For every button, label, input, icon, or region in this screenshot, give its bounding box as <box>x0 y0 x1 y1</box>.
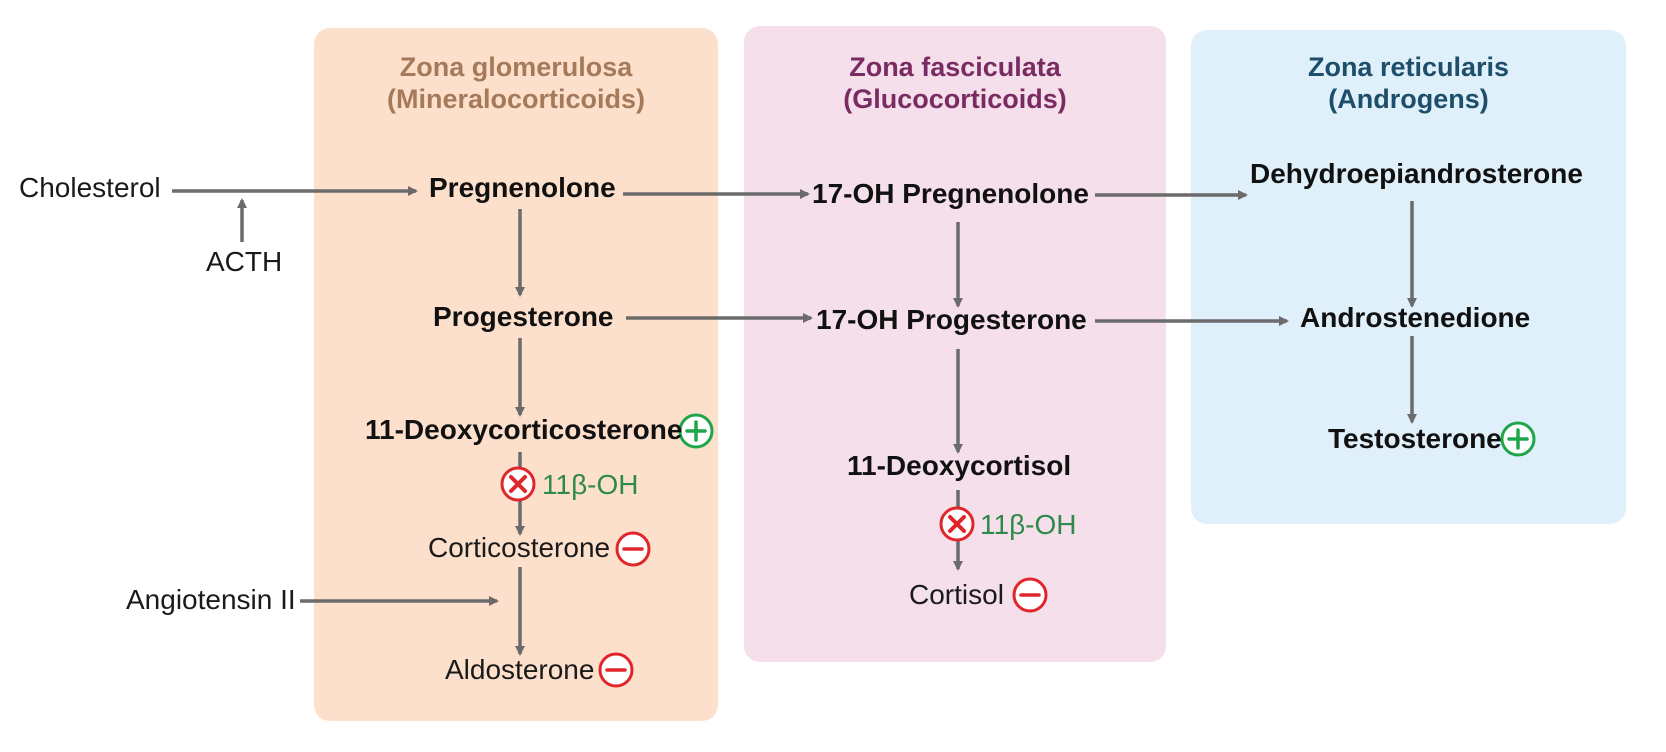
block-x-icon-glomerulosa <box>500 466 536 502</box>
zona-glomerulosa-title: Zona glomerulosa <box>399 52 633 82</box>
dhea-label: Dehydroepiandrosterone <box>1250 158 1583 189</box>
zona-glomerulosa-subtitle: (Mineralocorticoids) <box>386 84 646 114</box>
zona-reticularis-subtitle: (Androgens) <box>1328 84 1489 114</box>
minus-icon-corticosterone <box>615 531 651 567</box>
zona-fasciculata-panel: Zona fasciculata (Glucocorticoids) <box>744 26 1166 662</box>
enzyme-11b-oh-glomerulosa: 11β-OH <box>542 469 639 500</box>
17oh-pregnenolone-label: 17-OH Pregnenolone <box>812 178 1089 209</box>
17oh-progesterone-label: 17-OH Progesterone <box>816 304 1087 335</box>
zona-glomerulosa-panel: Zona glomerulosa (Mineralocorticoids) <box>314 28 718 721</box>
enzyme-11b-oh-fasciculata: 11β-OH <box>980 509 1077 540</box>
deoxycortisol-label: 11-Deoxycortisol <box>847 450 1072 481</box>
deoxycorticosterone-label: 11-Deoxycorticosterone <box>365 414 683 445</box>
acth-label: ACTH <box>206 246 283 277</box>
androstenedione-label: Androstenedione <box>1300 302 1531 333</box>
aldosterone-label: Aldosterone <box>445 654 595 685</box>
zona-fasciculata-subtitle: (Glucocorticoids) <box>843 84 1067 114</box>
pregnenolone-label: Pregnenolone <box>429 172 616 203</box>
zona-fasciculata-title: Zona fasciculata <box>849 52 1061 82</box>
block-x-icon-fasciculata <box>939 506 975 542</box>
minus-icon-cortisol <box>1012 577 1048 613</box>
testosterone-label: Testosterone <box>1328 423 1502 454</box>
angiotensin-ii-label: Angiotensin II <box>126 584 296 615</box>
zona-reticularis-title: Zona reticularis <box>1307 52 1510 82</box>
plus-icon-deoxycorticosterone <box>678 413 714 449</box>
corticosterone-label: Corticosterone <box>428 532 611 563</box>
minus-icon-aldosterone <box>598 652 634 688</box>
cortisol-label: Cortisol <box>909 579 1004 610</box>
cholesterol-label: Cholesterol <box>19 172 161 203</box>
zona-reticularis-panel: Zona reticularis (Androgens) <box>1191 30 1626 524</box>
progesterone-label: Progesterone <box>433 301 614 332</box>
plus-icon-testosterone <box>1500 421 1536 457</box>
